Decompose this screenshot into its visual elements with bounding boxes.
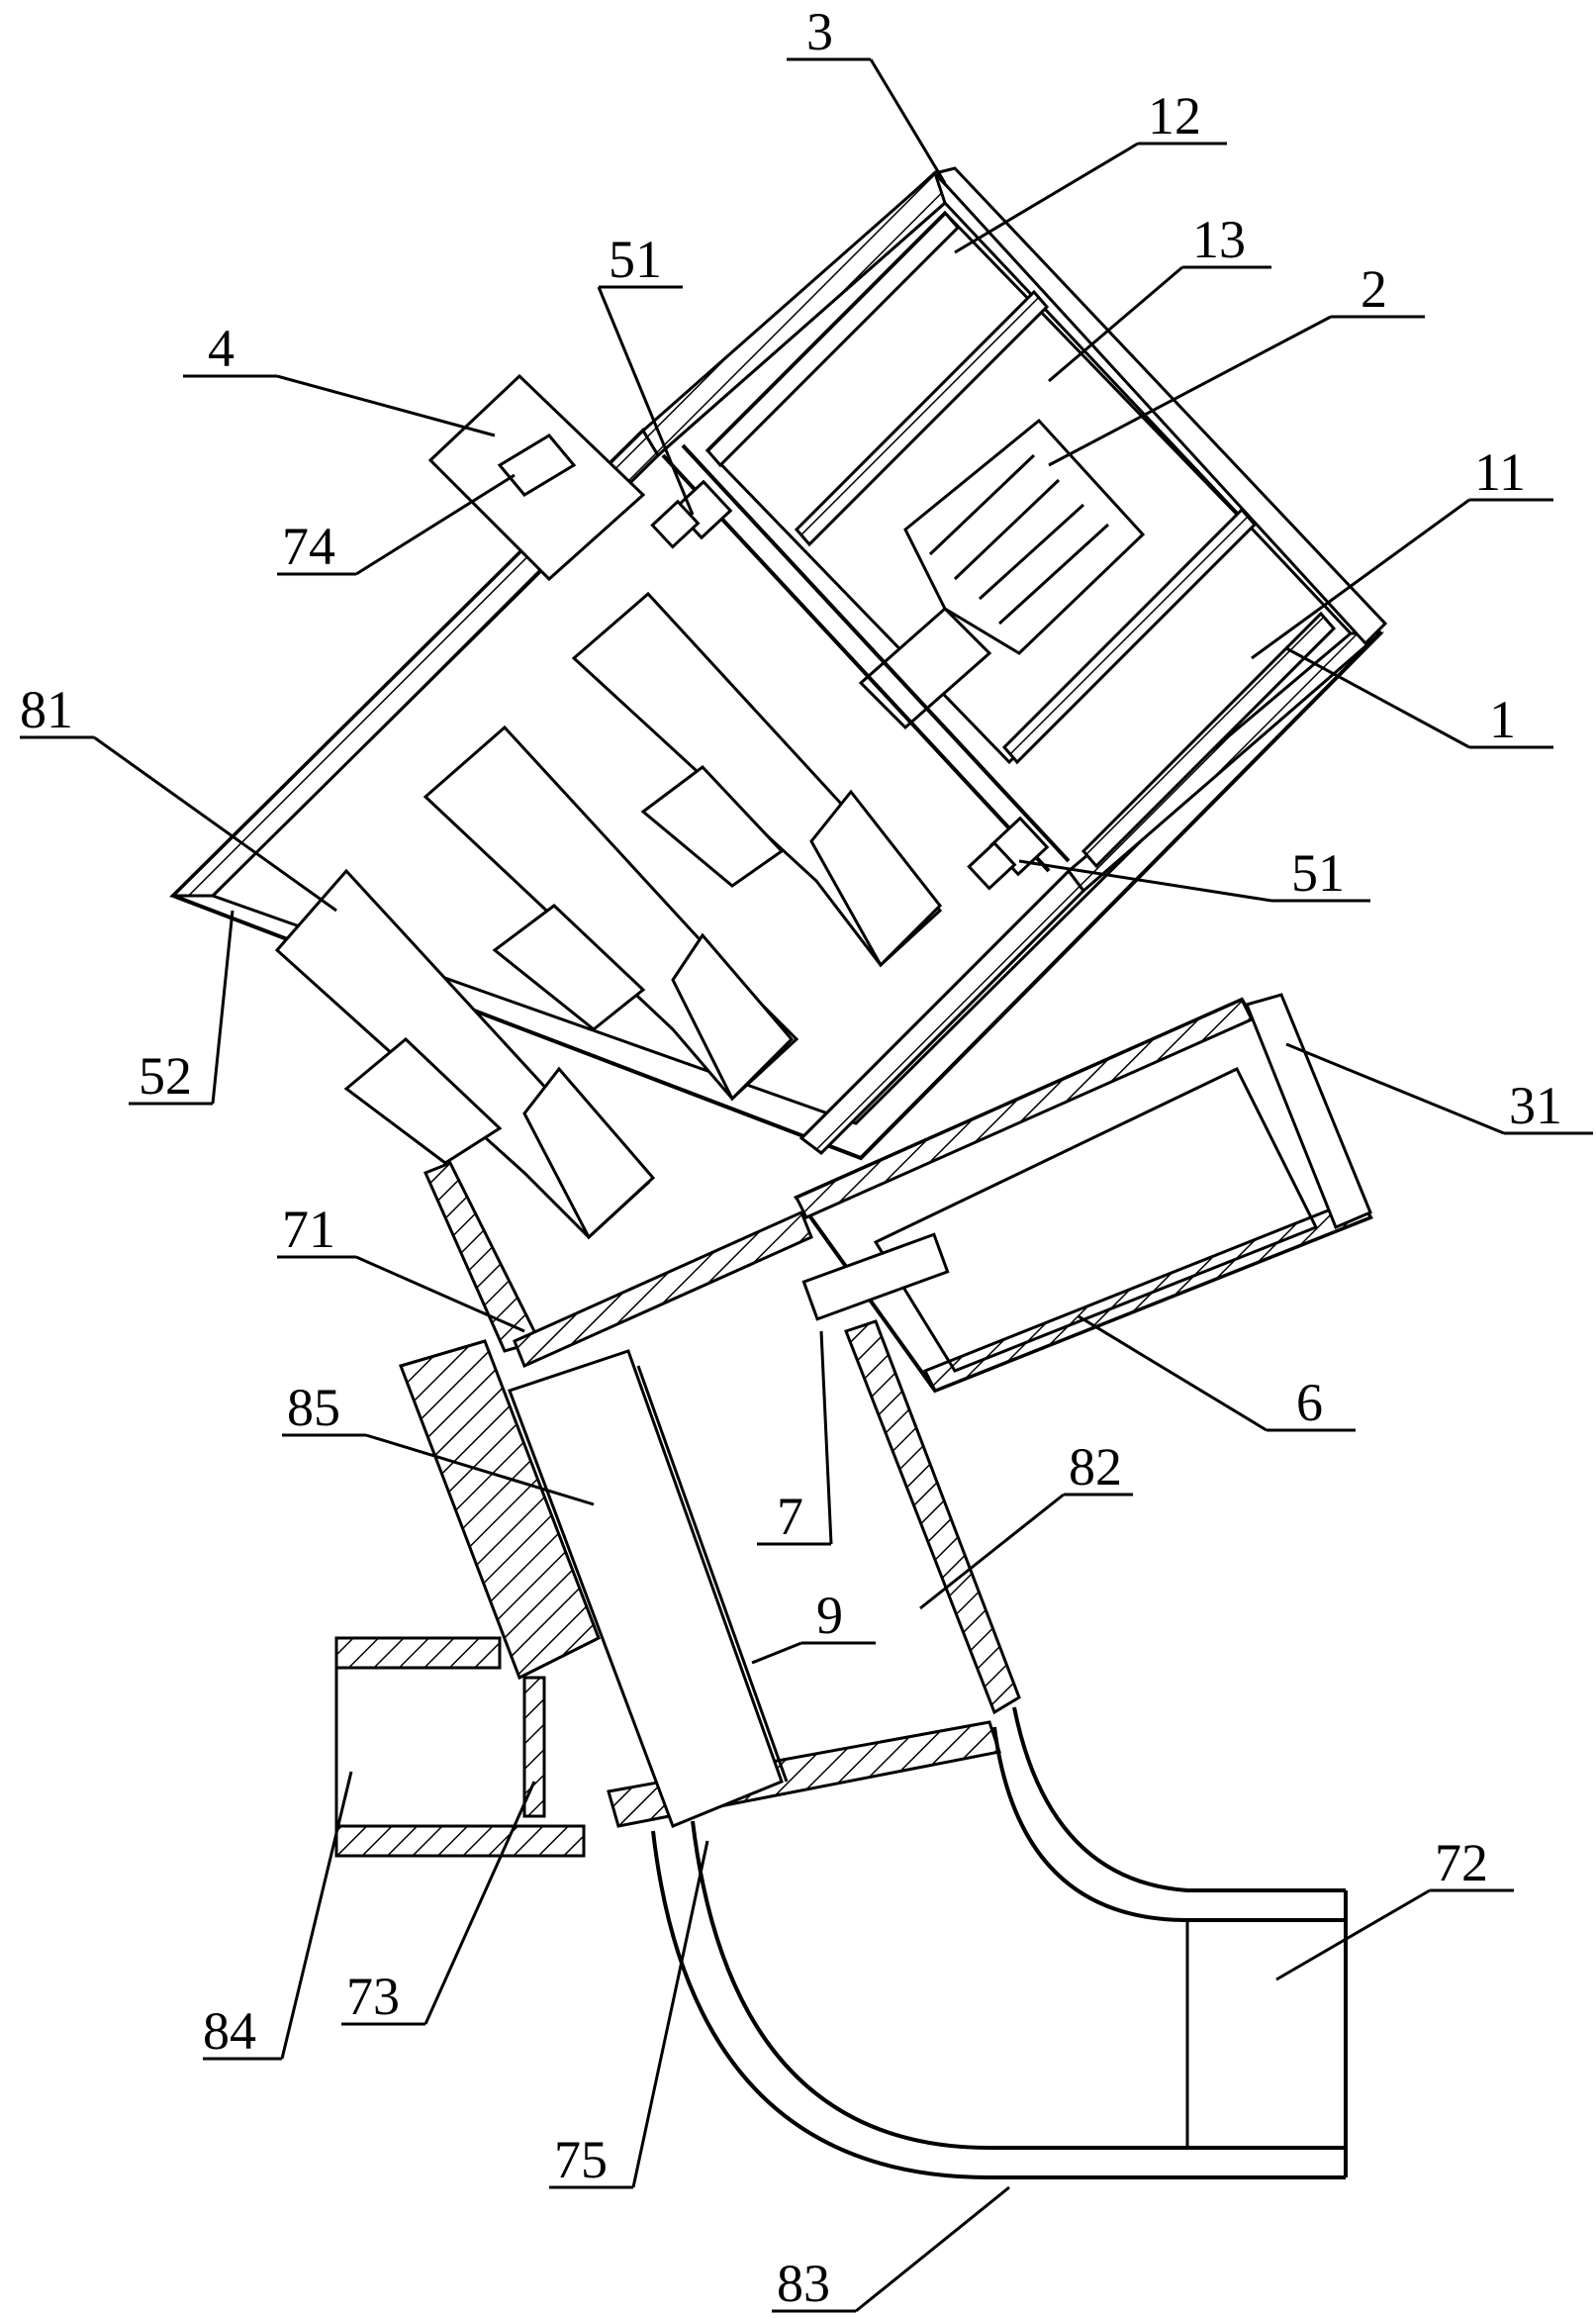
label-12: 12 [1148, 86, 1201, 145]
label-9: 9 [816, 1586, 843, 1645]
label-85: 85 [287, 1378, 340, 1437]
label-3: 3 [806, 2, 833, 61]
shaft [650, 443, 1071, 891]
label-6: 6 [1296, 1373, 1323, 1432]
elbow-outlet [651, 1706, 1348, 2179]
label-4: 4 [208, 319, 235, 378]
label-72: 72 [1435, 1833, 1488, 1892]
impeller-blades [274, 591, 943, 1240]
label-71: 71 [282, 1200, 335, 1259]
label-52: 52 [139, 1046, 192, 1106]
label-11: 11 [1474, 442, 1526, 502]
motor-housing-6 [793, 993, 1373, 1394]
label-51-top: 51 [609, 230, 662, 289]
label-73: 73 [346, 1967, 400, 2026]
label-82: 82 [1069, 1437, 1122, 1497]
top-port [427, 373, 646, 582]
label-81: 81 [20, 680, 73, 739]
reference-labels: 3 12 13 2 11 1 51 51 4 74 81 52 31 71 85… [20, 2, 1562, 2313]
motor [858, 418, 1146, 730]
leader-lines [20, 57, 1593, 2313]
side-inlet [334, 1636, 586, 1858]
label-13: 13 [1192, 210, 1246, 269]
label-31: 31 [1509, 1076, 1562, 1135]
label-2: 2 [1361, 259, 1387, 319]
label-51-right: 51 [1291, 843, 1345, 903]
lower-body [399, 1161, 1021, 1828]
label-83: 83 [777, 2254, 830, 2313]
label-75: 75 [554, 2130, 608, 2189]
label-7: 7 [777, 1487, 803, 1546]
label-74: 74 [282, 517, 335, 576]
label-1: 1 [1489, 690, 1516, 749]
label-84: 84 [203, 2001, 256, 2061]
